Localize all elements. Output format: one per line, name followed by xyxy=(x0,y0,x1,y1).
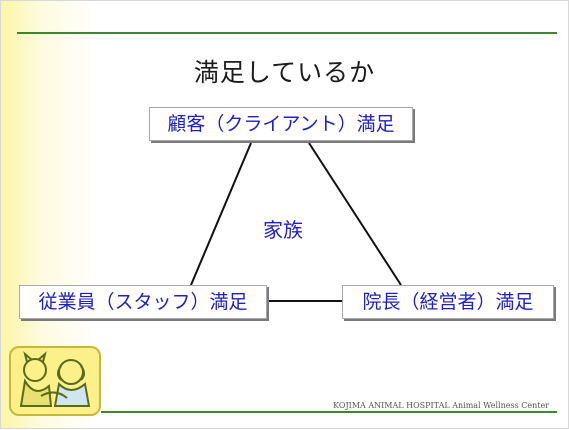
top-rule xyxy=(17,32,557,34)
slide-title: 満足しているか xyxy=(193,58,376,87)
node-customer-satisfaction: 顧客（クライアント）満足 xyxy=(149,107,413,141)
node-staff-satisfaction: 従業員（スタッフ）満足 xyxy=(19,285,267,319)
bottom-rule xyxy=(101,411,557,413)
center-label-family: 家族 xyxy=(263,218,303,242)
footer-organization-name: KOJIMA ANIMAL HOSPITAL Animal Wellness C… xyxy=(333,401,549,410)
animals-illustration-icon xyxy=(19,351,91,407)
line-top-to-right xyxy=(308,142,402,286)
node-director-satisfaction: 院長（経営者）満足 xyxy=(342,285,554,319)
hospital-logo xyxy=(9,346,101,416)
line-top-to-left xyxy=(190,142,252,286)
